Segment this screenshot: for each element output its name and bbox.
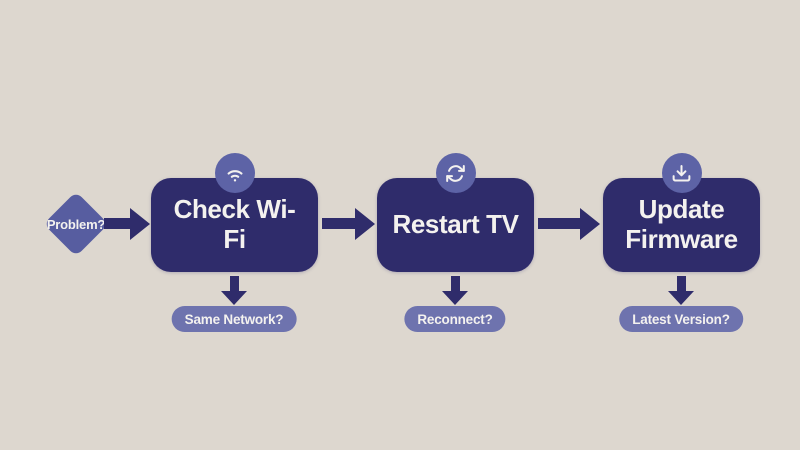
download-icon (661, 153, 702, 193)
arrow-head (355, 208, 375, 240)
arrow-head (130, 208, 150, 240)
question-pill-same-network: Same Network? (171, 306, 297, 332)
arrow-right-3 (538, 208, 600, 240)
refresh-icon (435, 153, 476, 193)
arrow-shaft (229, 276, 239, 292)
arrow-down-2 (442, 276, 468, 305)
arrow-shaft (538, 218, 584, 229)
question-pill-reconnect: Reconnect? (404, 306, 506, 332)
step-box-check-wifi: Check Wi-Fi (151, 153, 318, 272)
arrow-down-3 (668, 276, 694, 305)
step-label-restart-tv: Restart TV (392, 209, 519, 240)
arrow-shaft (450, 276, 460, 292)
start-node: Problem? (43, 191, 109, 257)
step-box-update-firmware: Update Firmware (603, 153, 760, 272)
arrow-head (442, 291, 468, 305)
start-label: Problem? (46, 216, 106, 232)
arrow-right-1 (104, 208, 150, 240)
arrow-head (668, 291, 694, 305)
arrow-shaft (104, 218, 134, 229)
arrow-down-1 (221, 276, 247, 305)
arrow-right-2 (322, 208, 375, 240)
arrow-head (221, 291, 247, 305)
arrow-head (580, 208, 600, 240)
step-box-restart-tv: Restart TV (377, 153, 534, 272)
question-pill-latest-version: Latest Version? (619, 306, 743, 332)
step-label-check-wifi: Check Wi-Fi (173, 194, 296, 254)
arrow-shaft (676, 276, 686, 292)
wifi-icon (214, 153, 255, 193)
arrow-shaft (322, 218, 359, 229)
step-label-update-firmware: Update Firmware (625, 194, 738, 254)
